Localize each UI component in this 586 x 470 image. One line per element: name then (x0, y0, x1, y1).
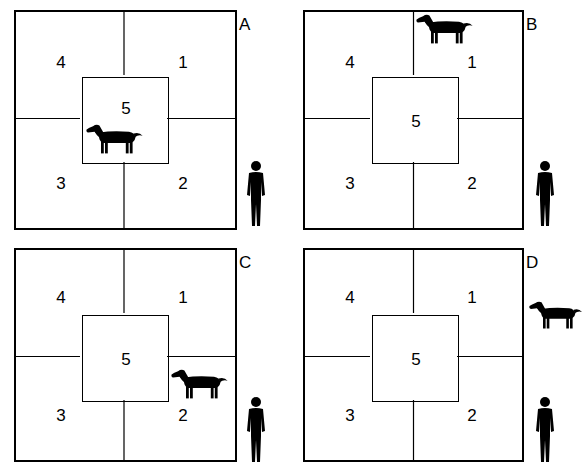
zone-number: 4 (56, 54, 65, 71)
dog-silhouette (86, 125, 142, 154)
dog-silhouette (171, 370, 227, 399)
zone-number: 4 (345, 54, 354, 71)
panel-square: D54132 (303, 248, 524, 462)
dog-silhouette (416, 15, 472, 44)
zone-number: 1 (178, 54, 187, 71)
zone-number: 5 (121, 100, 130, 117)
person-silhouette (536, 397, 554, 462)
zone-number: 4 (345, 289, 354, 306)
zone-number: 2 (467, 407, 476, 424)
zone-number: 5 (411, 351, 420, 368)
quadrant-lines (14, 10, 524, 462)
panel-square: B54132 (303, 10, 524, 230)
panel-square: C54132 (14, 248, 237, 462)
inner-square: 5 (82, 315, 169, 402)
panel-letter: D (526, 254, 538, 271)
zone-number: 2 (178, 175, 187, 192)
zone-number: 1 (467, 289, 476, 306)
zone-number: 3 (345, 407, 354, 424)
zone-number: 1 (467, 54, 476, 71)
person-silhouette (247, 161, 265, 226)
zone-number: 3 (56, 407, 65, 424)
zone-number: 3 (345, 175, 354, 192)
inner-square: 5 (372, 77, 459, 164)
inner-square: 5 (372, 315, 459, 402)
panel-square: A54132 (14, 10, 237, 230)
zone-number: 4 (56, 289, 65, 306)
panel-letter: B (526, 16, 537, 33)
zone-number: 2 (467, 175, 476, 192)
zone-number: 2 (178, 407, 187, 424)
panel-letter: A (239, 16, 250, 33)
zone-number: 1 (178, 289, 187, 306)
zone-number: 3 (56, 175, 65, 192)
zone-number: 5 (411, 113, 420, 130)
dog-silhouette (529, 302, 582, 329)
panel-letter: C (239, 254, 251, 271)
person-silhouette (247, 397, 265, 462)
zone-number: 5 (121, 351, 130, 368)
person-silhouette (536, 161, 554, 226)
inner-square: 5 (82, 77, 169, 164)
